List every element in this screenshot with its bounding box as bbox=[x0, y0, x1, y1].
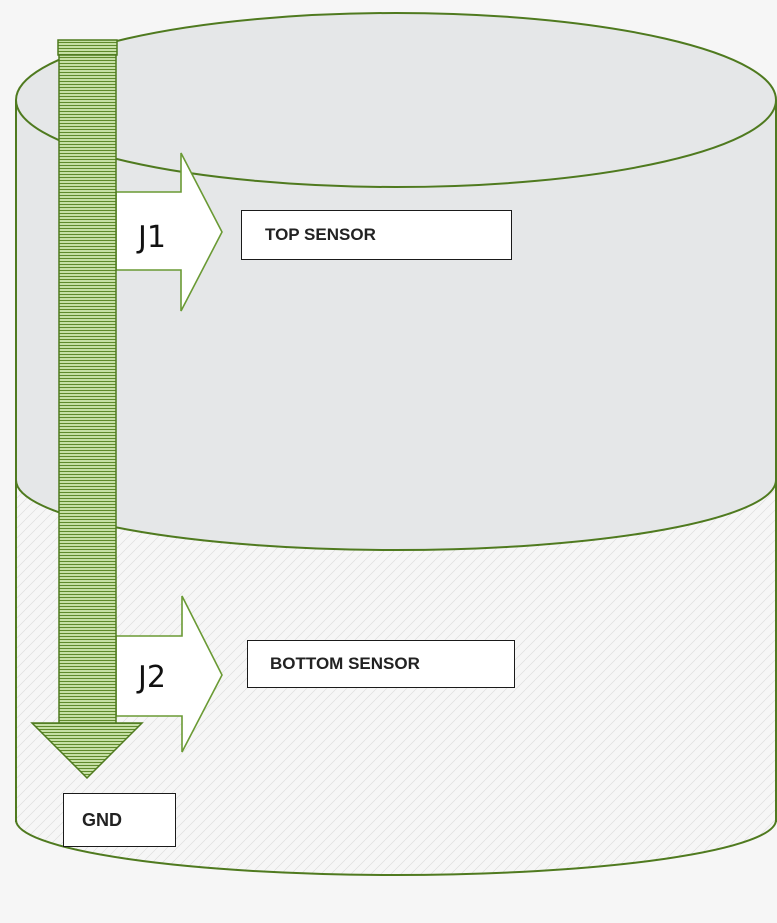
top-sensor-label: TOP SENSOR bbox=[265, 225, 376, 244]
bottom-sensor-label: BOTTOM SENSOR bbox=[270, 654, 420, 673]
cylinder-top-ellipse bbox=[15, 12, 777, 188]
current-j2-label: J2 bbox=[138, 660, 166, 695]
ground-box: GND bbox=[63, 793, 176, 847]
probe-shaft bbox=[58, 41, 117, 725]
top-sensor-box: TOP SENSOR bbox=[241, 210, 512, 260]
probe-arrowhead bbox=[30, 722, 144, 780]
ground-label: GND bbox=[82, 809, 122, 830]
j1-arrow bbox=[115, 152, 223, 312]
j2-arrow bbox=[115, 595, 223, 753]
bottom-sensor-box: BOTTOM SENSOR bbox=[247, 640, 515, 688]
cylinder-bottom-arc bbox=[15, 819, 777, 876]
probe-cap bbox=[57, 39, 118, 56]
current-j1-label: J1 bbox=[138, 220, 166, 255]
